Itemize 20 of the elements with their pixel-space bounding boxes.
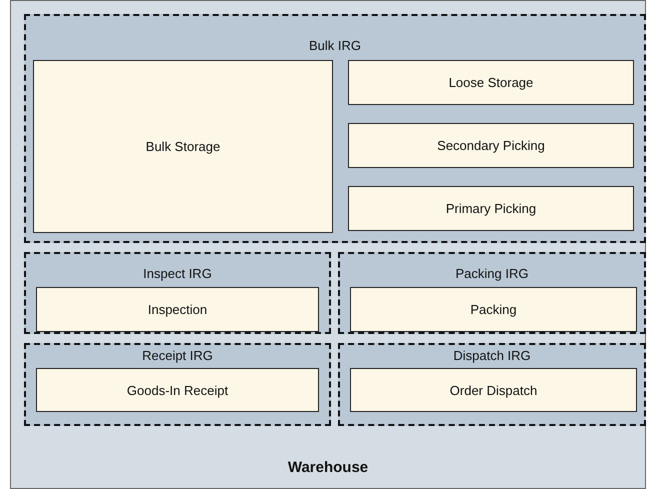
area-box: Bulk Storage: [33, 60, 333, 233]
zone-title: Bulk IRG: [308, 38, 362, 53]
area-box: Loose Storage: [348, 60, 634, 105]
area-box: Primary Picking: [348, 186, 634, 231]
zone-title: Packing IRG: [454, 266, 530, 281]
zone-panel: [24, 14, 646, 243]
area-box: Inspection: [36, 287, 319, 332]
warehouse-title: Warehouse: [286, 459, 370, 476]
area-box: Packing: [350, 287, 637, 332]
zone-title: Receipt IRG: [141, 348, 214, 363]
zone-title: Dispatch IRG: [452, 348, 532, 363]
zone-title: Inspect IRG: [142, 266, 213, 281]
area-box: Secondary Picking: [348, 123, 634, 168]
zone-panel: [24, 252, 331, 334]
zone-panel: [24, 343, 331, 426]
area-box: Order Dispatch: [350, 368, 637, 412]
warehouse-panel: [10, 0, 646, 489]
area-box: Goods-In Receipt: [36, 368, 319, 412]
zone-panel: [338, 343, 646, 426]
zone-panel: [338, 252, 646, 334]
